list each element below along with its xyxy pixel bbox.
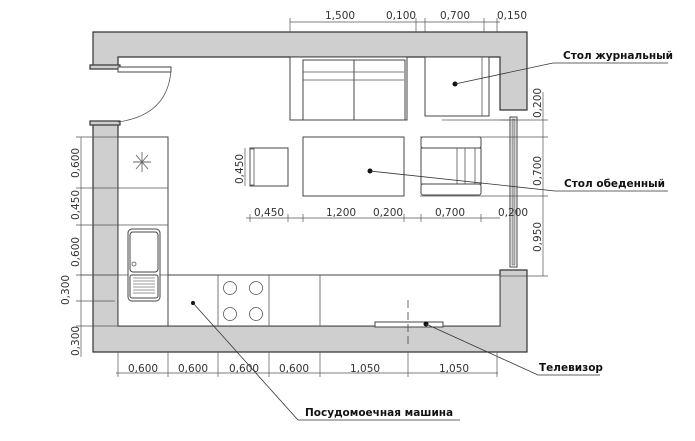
leader-coffee-table	[454, 62, 668, 85]
dim-bottom-3: 0,600	[229, 363, 259, 375]
bottom-counter	[167, 274, 501, 348]
asterisk-icon	[133, 152, 151, 172]
door-leaf	[117, 66, 172, 73]
dim-mid-3: 0,200	[373, 207, 403, 219]
leader-dishwasher	[192, 302, 460, 421]
sink-icon	[127, 228, 161, 302]
coffee-table	[424, 56, 510, 121]
dimension-left: 0,600 0,450 0,600 0,300 0,300	[60, 136, 118, 357]
armchair	[420, 136, 482, 196]
dimension-bottom: 0,600 0,600 0,600 0,600 1,050 1,050	[116, 352, 498, 377]
door-swing-arc	[117, 69, 172, 123]
dim-bottom-4: 0,600	[279, 363, 309, 375]
dining-table	[302, 136, 405, 197]
dim-right-2: 0,700	[532, 156, 544, 186]
dim-bottom-6: 1,050	[439, 363, 469, 375]
dim-mid-4: 0,700	[435, 207, 465, 219]
leader-tv	[425, 323, 600, 376]
left-counter	[80, 136, 500, 327]
tv	[374, 321, 444, 328]
dim-top-4: 0,150	[497, 10, 527, 22]
door-jamb-top	[89, 64, 121, 70]
dimension-top: 1,500 0,100 0,700 0,150	[289, 10, 527, 32]
dim-left-1: 0,600	[70, 148, 82, 178]
dim-bottom-2: 0,600	[178, 363, 208, 375]
dim-mid-1: 0,450	[254, 207, 284, 219]
window	[509, 116, 518, 268]
sofa	[289, 56, 408, 121]
dim-right-1: 0,200	[532, 88, 544, 118]
stool	[249, 147, 289, 187]
dimension-middle: 0,450 1,200 0,200 0,700 0,200 0,450	[234, 148, 528, 222]
door-jamb-bottom	[89, 120, 121, 126]
label-dishwasher: Посудомоечная машина	[305, 407, 453, 419]
dim-mid-vertical: 0,450	[234, 154, 246, 184]
stove-burners-icon	[223, 281, 263, 321]
dim-bottom-5: 1,050	[350, 363, 380, 375]
label-dining-table: Стол обеденный	[564, 178, 665, 190]
dim-left-3: 0,600	[70, 237, 82, 267]
bottom-counter-body	[167, 274, 501, 327]
dim-left-5: 0,300	[70, 326, 82, 356]
labels: Стол журнальный Стол обеденный Телевизор…	[305, 50, 673, 419]
dim-top-1: 1,500	[325, 10, 355, 22]
dimension-right: 0,200 0,700 0,950	[420, 88, 548, 277]
dim-right-3: 0,950	[532, 222, 544, 252]
label-coffee-table: Стол журнальный	[563, 50, 673, 62]
dim-top-2: 0,100	[386, 10, 416, 22]
dining-set	[249, 136, 482, 197]
dim-left-4: 0,300	[60, 275, 72, 305]
window-glass	[511, 118, 516, 266]
door	[117, 66, 172, 123]
dim-left-2: 0,450	[70, 190, 82, 220]
dim-mid-5: 0,200	[498, 207, 528, 219]
dim-mid-2: 1,200	[326, 207, 356, 219]
leader-dining-table	[369, 170, 668, 192]
label-tv: Телевизор	[539, 362, 603, 374]
leader-lines	[192, 62, 668, 421]
dim-bottom-1: 0,600	[128, 363, 158, 375]
dim-top-3: 0,700	[440, 10, 470, 22]
